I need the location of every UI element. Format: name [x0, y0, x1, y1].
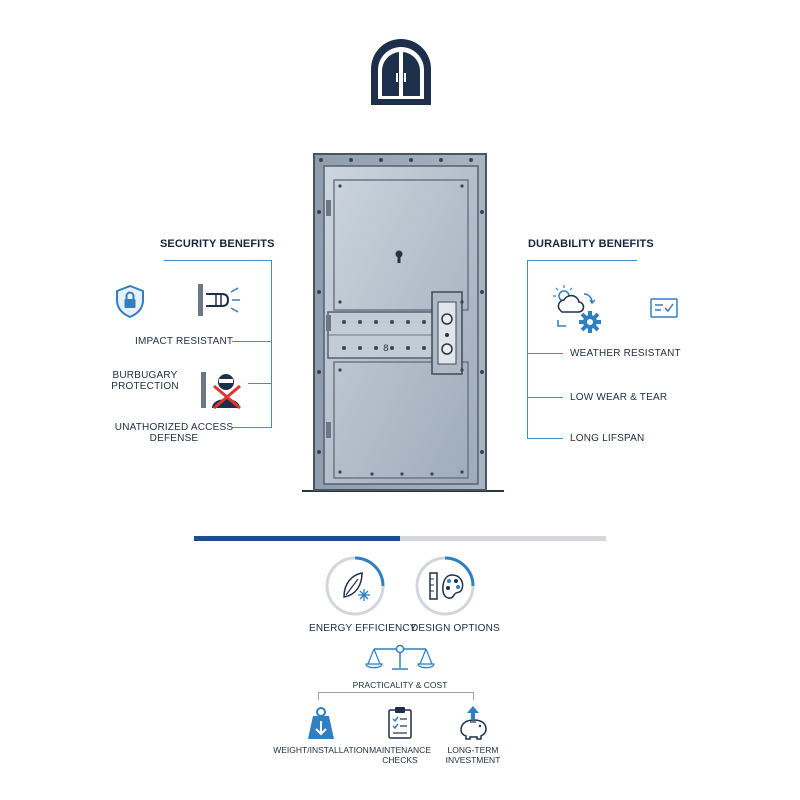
piggy-bank-up-icon: [455, 704, 491, 740]
practicality-bracket: [318, 692, 474, 700]
ruler-palette-icon: [429, 572, 464, 600]
practicality-cost-label: PRACTICALITY & COST: [352, 680, 448, 690]
security-side-line: [271, 260, 272, 428]
durability-connector-1: [527, 353, 563, 354]
weather-resistant-label: WEATHER RESISTANT: [570, 348, 681, 359]
weight-down-icon: [306, 706, 336, 740]
unauthorized-access-label: UNATHORIZED ACCESS DEFENSE: [114, 422, 234, 444]
clipboard-check-icon: [386, 706, 414, 740]
long-lifespan-label: LONG LIFSPAN: [570, 433, 645, 444]
durability-benefits-title: DURABILITY BENEFITS: [528, 238, 654, 250]
energy-efficiency-badge: [324, 555, 386, 617]
security-benefits-title: SECURITY BENEFITS: [160, 238, 275, 250]
impact-resistant-label: IMPACT RESISTANT: [135, 336, 234, 347]
design-options-badge: [414, 555, 476, 617]
maintenance-checks-label: MAINTENANCE CHECKS: [369, 745, 431, 765]
energy-efficiency-label: ENERGY EFFICIENCY: [309, 623, 417, 634]
burglar-blocked-icon: [200, 370, 246, 410]
punch-fist-icon: [196, 282, 244, 318]
arched-door-logo: [365, 35, 437, 107]
security-connector-3: [232, 427, 272, 428]
shield-lock-icon: [115, 284, 145, 318]
svg-text:8: 8: [383, 344, 389, 354]
progress-fill: [194, 536, 400, 541]
weight-installation-label: WEIGHT/INSTALLATION: [273, 745, 369, 755]
progress-track: [194, 536, 606, 541]
steel-security-door: 8: [302, 152, 504, 494]
durability-connector-2: [527, 397, 563, 398]
durability-connector-3: [527, 438, 563, 439]
balance-scale-icon: [364, 642, 436, 672]
durability-side-line: [527, 260, 528, 438]
design-options-label: DESIGN OPTIONS: [411, 623, 500, 634]
security-connector-2: [248, 383, 272, 384]
burglary-protection-label: BURBUGARY PROTECTION: [111, 370, 179, 392]
leaf-snowflake-icon: [343, 572, 370, 601]
security-connector-1: [232, 341, 272, 342]
security-top-line: [164, 260, 272, 261]
weather-gear-icon: [550, 284, 608, 334]
durability-top-line: [527, 260, 637, 261]
long-term-investment-label: LONG-TERM INVESTMENT: [445, 745, 501, 765]
low-wear-label: LOW WEAR & TEAR: [570, 392, 668, 403]
checklist-card-icon: [650, 298, 678, 318]
